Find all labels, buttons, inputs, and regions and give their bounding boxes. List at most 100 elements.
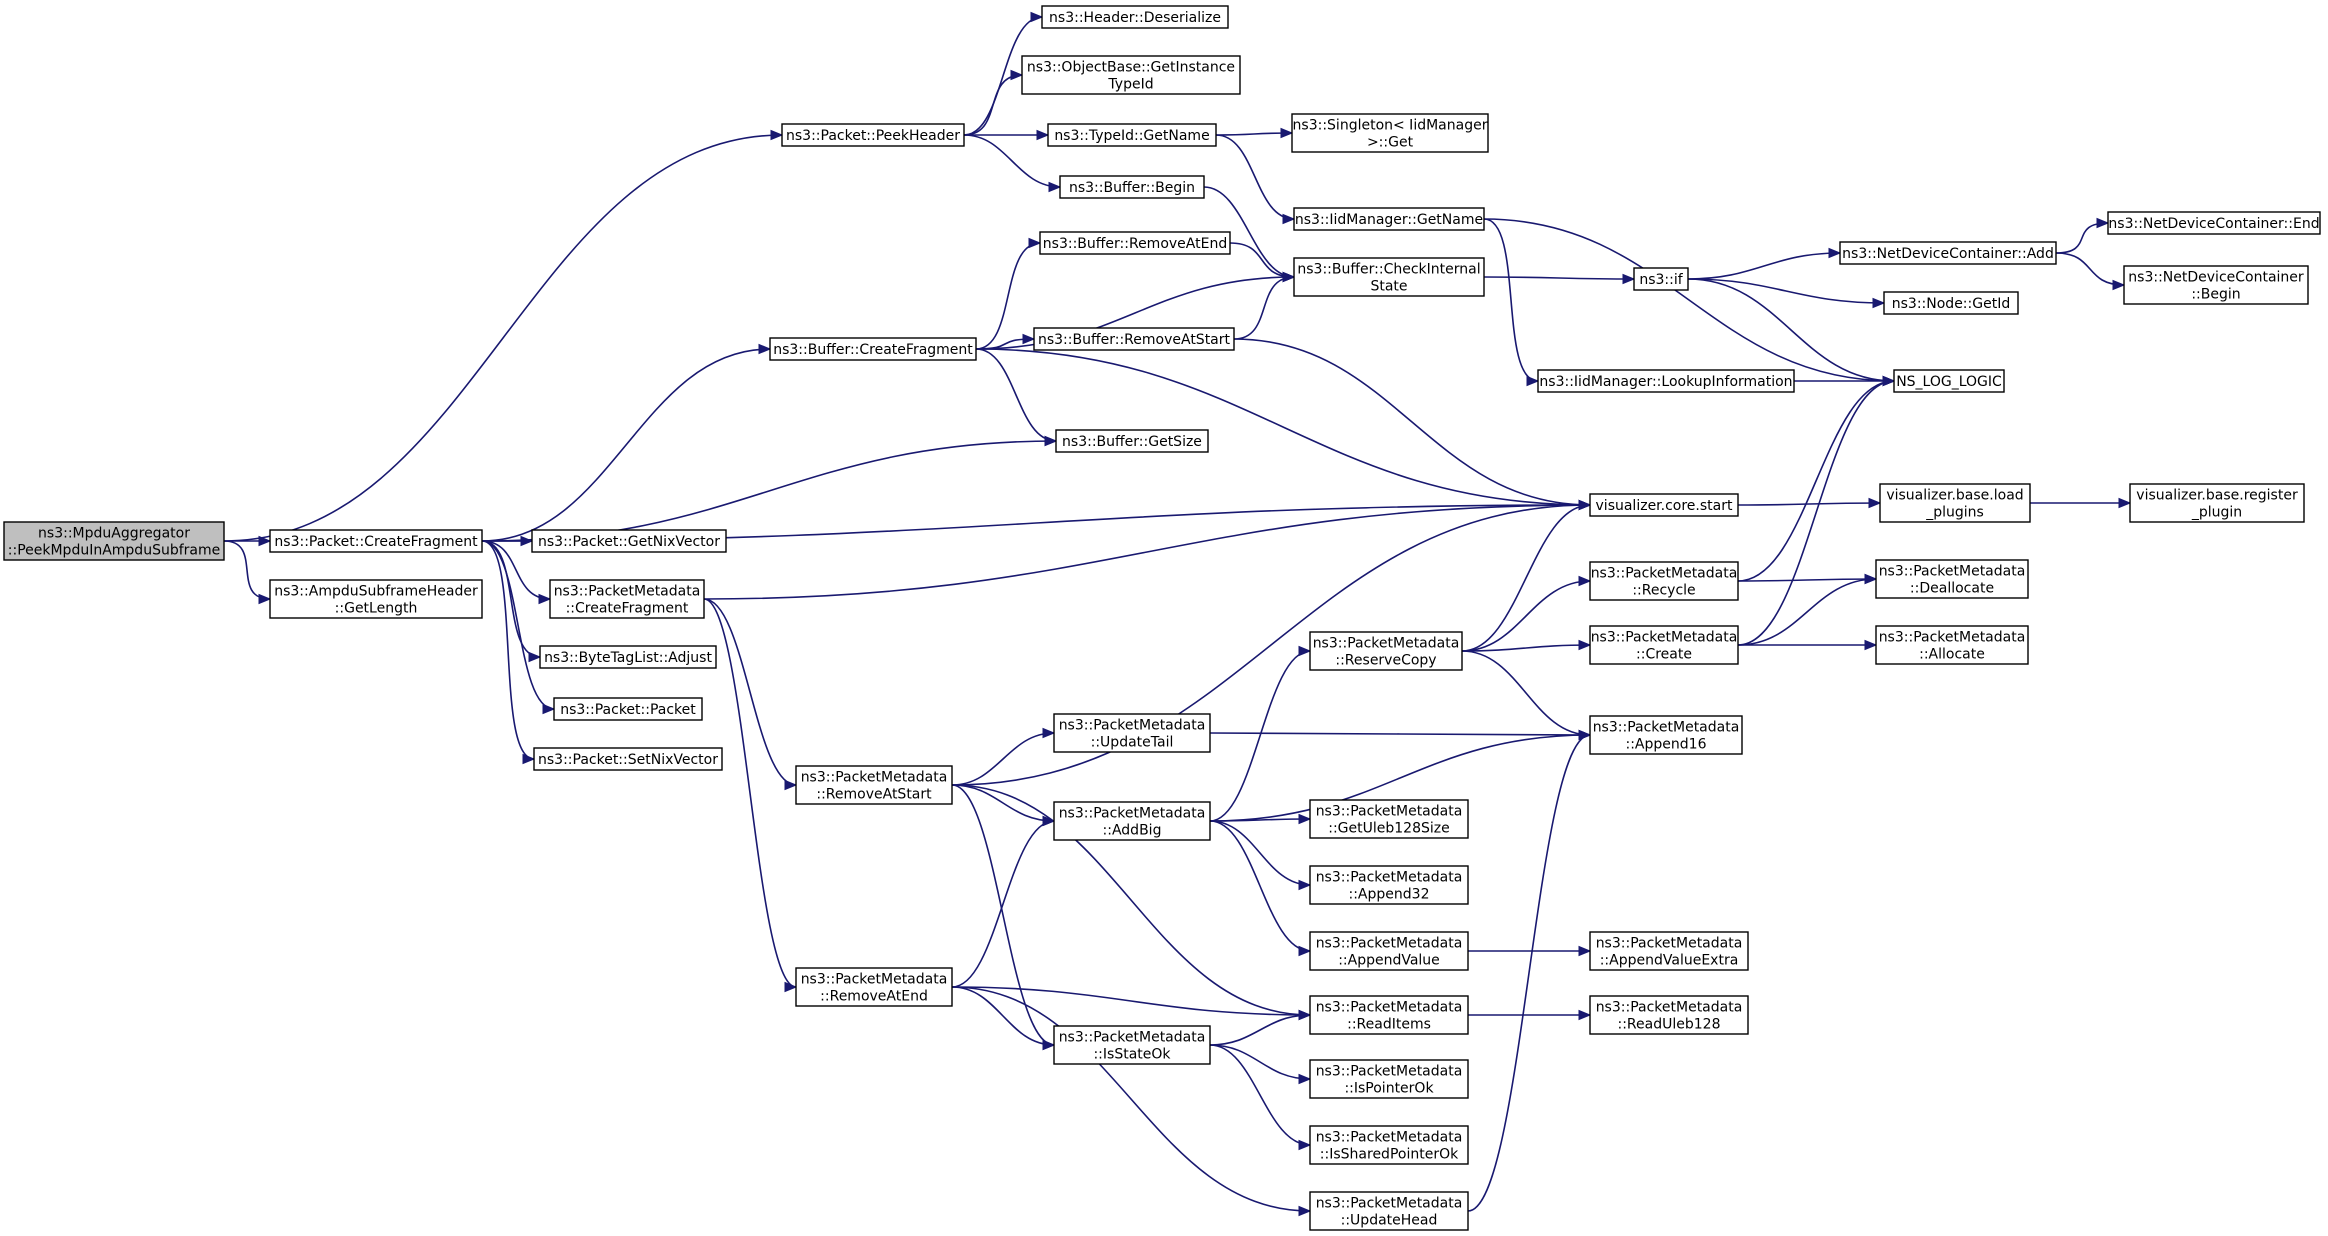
node-label: ns3::Buffer::RemoveAtStart xyxy=(1038,332,1231,348)
node-nsif[interactable]: ns3::if xyxy=(1633,267,1689,291)
edge-line xyxy=(1203,186,1295,278)
edge-arrowhead xyxy=(1298,645,1312,657)
node-label: TypeId xyxy=(1107,77,1153,93)
node-nslog[interactable]: NS_LOG_LOGIC xyxy=(1893,369,2005,393)
edge-line xyxy=(2055,222,2109,254)
node-singleton[interactable]: ns3::Singleton< IidManager>::Get xyxy=(1291,113,1489,153)
node-pmdealloc[interactable]: ns3::PacketMetadata::Deallocate xyxy=(1875,559,2029,599)
node-pmappend16[interactable]: ns3::PacketMetadata::Append16 xyxy=(1589,715,1743,755)
edge-arrowhead xyxy=(1622,273,1636,285)
edge-line xyxy=(951,784,1311,1016)
node-bufremstart[interactable]: ns3::Buffer::RemoveAtStart xyxy=(1033,327,1235,351)
node-label: ns3::PacketMetadata xyxy=(801,770,948,786)
edge-line xyxy=(951,732,1055,786)
node-lookup[interactable]: ns3::IidManager::LookupInformation xyxy=(1537,369,1795,393)
node-box xyxy=(1309,631,1463,671)
edge-line xyxy=(1467,734,1591,1212)
node-pmread[interactable]: ns3::PacketMetadata::ReadItems xyxy=(1309,995,1469,1035)
node-pmupdhead[interactable]: ns3::PacketMetadata::UpdateHead xyxy=(1309,1191,1469,1231)
node-pmappend32[interactable]: ns3::PacketMetadata::Append32 xyxy=(1309,865,1469,905)
edge-line xyxy=(1209,1014,1311,1046)
edge-arrowhead xyxy=(1578,729,1592,741)
node-typeidname[interactable]: ns3::TypeId::GetName xyxy=(1047,123,1217,147)
node-bufgetsize[interactable]: ns3::Buffer::GetSize xyxy=(1055,429,1209,453)
edge-line xyxy=(1461,644,1591,652)
node-pmreaduleb[interactable]: ns3::PacketMetadata::ReadUleb128 xyxy=(1589,995,1749,1035)
node-pktgetnix[interactable]: ns3::Packet::GetNixVector xyxy=(531,529,727,553)
node-pmaddbig[interactable]: ns3::PacketMetadata::AddBig xyxy=(1053,801,1211,841)
node-pmupdtail[interactable]: ns3::PacketMetadata::UpdateTail xyxy=(1053,713,1211,753)
node-vizstart[interactable]: visualizer.core.start xyxy=(1589,493,1739,517)
node-box xyxy=(1059,175,1205,199)
edge-line xyxy=(223,540,271,600)
edge-arrowhead xyxy=(1828,247,1842,259)
node-label: _plugin xyxy=(2191,505,2242,521)
node-label: ns3::PacketMetadata xyxy=(1316,1196,1463,1212)
node-label: ns3::PacketMetadata xyxy=(801,972,948,988)
edge-line xyxy=(1737,380,1895,646)
node-pktpacket[interactable]: ns3::Packet::Packet xyxy=(553,697,703,721)
edge-arrowhead xyxy=(1298,1073,1312,1085)
node-pmcreatefrag[interactable]: ns3::PacketMetadata::CreateFragment xyxy=(549,579,705,619)
node-bufbegin[interactable]: ns3::Buffer::Begin xyxy=(1059,175,1205,199)
node-pktsetnix[interactable]: ns3::Packet::SetNixVector xyxy=(533,747,723,771)
node-pmreserve[interactable]: ns3::PacketMetadata::ReserveCopy xyxy=(1309,631,1463,671)
node-root[interactable]: ns3::MpduAggregator::PeekMpduInAmpduSubf… xyxy=(3,521,225,561)
edge-line xyxy=(223,134,783,542)
edge-line xyxy=(951,820,1055,988)
node-nodegetid[interactable]: ns3::Node::GetId xyxy=(1883,291,2019,315)
node-ndcend[interactable]: ns3::NetDeviceContainer::End xyxy=(2107,211,2321,235)
edge-arrowhead xyxy=(1864,573,1878,585)
node-label: ns3::NetDeviceContainer::End xyxy=(2108,216,2319,232)
node-pmcreate[interactable]: ns3::PacketMetadata::Create xyxy=(1589,625,1739,665)
node-pmisptr[interactable]: ns3::PacketMetadata::IsPointerOk xyxy=(1309,1059,1469,1099)
node-pmrecycle[interactable]: ns3::PacketMetadata::Recycle xyxy=(1589,561,1739,601)
edge-arrowhead xyxy=(1578,639,1592,651)
node-pmalloc[interactable]: ns3::PacketMetadata::Allocate xyxy=(1875,625,2029,665)
edge-line xyxy=(975,242,1041,350)
node-label: ns3::Buffer::Begin xyxy=(1069,180,1195,196)
node-label: ::AppendValue xyxy=(1338,953,1440,969)
node-pmremstart[interactable]: ns3::PacketMetadata::RemoveAtStart xyxy=(795,765,953,805)
node-label: ns3::PacketMetadata xyxy=(1316,870,1463,886)
node-vizload[interactable]: visualizer.base.load_plugins xyxy=(1879,483,2031,523)
node-pmremend[interactable]: ns3::PacketMetadata::RemoveAtEnd xyxy=(795,967,953,1007)
edge-line xyxy=(1209,732,1591,736)
node-box xyxy=(1879,483,2031,523)
edge-arrowhead xyxy=(1010,69,1024,81)
edge-arrowhead xyxy=(2096,217,2110,229)
node-ndcbegin[interactable]: ns3::NetDeviceContainer::Begin xyxy=(2123,265,2309,305)
node-pmappval[interactable]: ns3::PacketMetadata::AppendValue xyxy=(1309,931,1469,971)
node-label: ns3::TypeId::GetName xyxy=(1054,128,1209,144)
edge-line xyxy=(951,504,1591,786)
edge-arrowhead xyxy=(258,535,272,547)
node-pktcreatefrag[interactable]: ns3::Packet::CreateFragment xyxy=(269,529,483,553)
node-pmuleb[interactable]: ns3::PacketMetadata::GetUleb128Size xyxy=(1309,799,1469,839)
node-layer: ns3::MpduAggregator::PeekMpduInAmpduSubf… xyxy=(3,5,2321,1231)
node-btladjust[interactable]: ns3::ByteTagList::Adjust xyxy=(539,645,717,669)
node-label: ::Deallocate xyxy=(1910,581,1994,597)
node-vizreg[interactable]: visualizer.base.register_plugin xyxy=(2129,483,2305,523)
edge-pmreserve-to-pmappend16 xyxy=(1461,650,1592,741)
node-ampdulen[interactable]: ns3::AmpduSubframeHeader::GetLength xyxy=(269,579,483,619)
edge-line xyxy=(1737,578,1877,646)
edge-arrowhead xyxy=(1578,499,1592,511)
node-label: ns3::Packet::Packet xyxy=(560,702,696,718)
node-ndcadd[interactable]: ns3::NetDeviceContainer::Add xyxy=(1839,241,2057,265)
node-pmisshared[interactable]: ns3::PacketMetadata::IsSharedPointerOk xyxy=(1309,1125,1469,1165)
node-box xyxy=(1589,931,1749,971)
edge-pmcreate-to-pmdealloc xyxy=(1737,573,1878,646)
node-bufremend[interactable]: ns3::Buffer::RemoveAtEnd xyxy=(1039,231,1231,255)
node-pmisstate[interactable]: ns3::PacketMetadata::IsStateOk xyxy=(1053,1025,1211,1065)
edge-arrowhead xyxy=(2112,279,2126,291)
edge-pmreserve-to-vizstart xyxy=(1461,499,1592,652)
edge-line xyxy=(963,134,1061,188)
node-pmappvalx[interactable]: ns3::PacketMetadata::AppendValueExtra xyxy=(1589,931,1749,971)
node-peekheader[interactable]: ns3::Packet::PeekHeader xyxy=(781,123,965,147)
node-iidgetname[interactable]: ns3::IidManager::GetName xyxy=(1293,207,1485,231)
node-bufcreatefrag[interactable]: ns3::Buffer::CreateFragment xyxy=(769,337,977,361)
node-hdrdeser[interactable]: ns3::Header::Deserialize xyxy=(1041,5,1229,29)
